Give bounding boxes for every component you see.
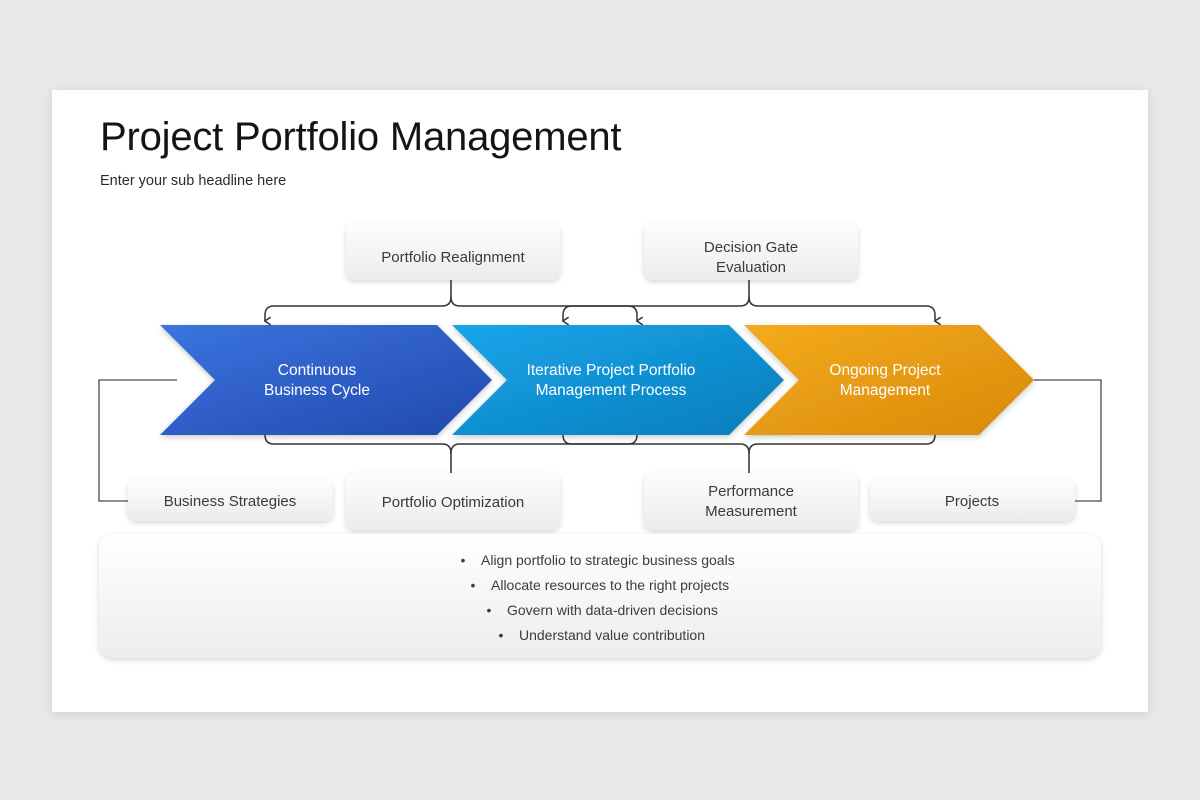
callout-projects[interactable]: Projects [870,479,1075,521]
bullet-item-3: • Govern with data-driven decisions [487,602,718,618]
process-step-3[interactable]: Ongoing Project Management [744,325,1034,435]
callout-decision-gate-evaluation-line2: Evaluation [716,259,786,276]
process-step-2-line1: Iterative Project Portfolio [527,362,696,379]
outer-loop-right [1034,379,1102,502]
process-diagram: Continuous Business Cycle Iterative Proj… [98,223,1102,658]
brace-top-left [264,276,643,326]
bullet-marker: • [471,577,476,593]
bullet-item-4: • Understand value contribution [499,627,705,643]
bullet-marker: • [461,552,466,568]
bullet-item-4-text: Understand value contribution [519,627,705,643]
process-step-1[interactable]: Continuous Business Cycle [160,325,492,435]
callout-portfolio-optimization-line1: Portfolio Optimization [382,494,525,511]
callout-performance-measurement-line2: Measurement [705,503,798,520]
bullet-marker: • [499,627,504,643]
bullet-item-3-text: Govern with data-driven decisions [507,602,718,618]
bullet-marker: • [487,602,492,618]
bullet-item-2-text: Allocate resources to the right projects [491,577,729,593]
brace-top-right [562,276,941,326]
callout-portfolio-realignment[interactable]: Portfolio Realignment [346,223,560,280]
bullet-item-2: • Allocate resources to the right projec… [471,577,730,593]
callout-performance-measurement[interactable]: Performance Measurement [644,473,858,530]
bullet-item-1-text: Align portfolio to strategic business go… [481,552,735,568]
bullet-panel: • Align portfolio to strategic business … [99,534,1101,658]
callout-portfolio-realignment-line1: Portfolio Realignment [381,249,525,266]
brace-bottom-left [259,424,638,474]
page-title: Project Portfolio Management [100,115,622,159]
callout-projects-line1: Projects [945,493,999,510]
process-step-1-line1: Continuous [278,362,357,379]
process-step-2-line2: Management Process [536,382,687,399]
slide-card: Project Portfolio Management Enter your … [52,90,1148,712]
process-step-1-line2: Business Cycle [264,382,370,399]
callout-portfolio-optimization[interactable]: Portfolio Optimization [346,473,560,530]
callout-decision-gate-evaluation-line1: Decision Gate [704,239,798,256]
process-step-2[interactable]: Iterative Project Portfolio Management P… [452,325,784,435]
callout-business-strategies-line1: Business Strategies [164,493,297,510]
process-step-3-line1: Ongoing Project [829,362,941,379]
callout-decision-gate-evaluation[interactable]: Decision Gate Evaluation [644,223,858,280]
outer-loop-left [98,379,177,502]
process-step-3-line2: Management [840,382,931,399]
bullet-item-1: • Align portfolio to strategic business … [461,552,735,568]
page-subtitle: Enter your sub headline here [100,173,287,189]
callout-performance-measurement-line1: Performance [708,483,794,500]
brace-bottom-right [557,424,936,474]
callout-business-strategies[interactable]: Business Strategies [128,479,333,521]
